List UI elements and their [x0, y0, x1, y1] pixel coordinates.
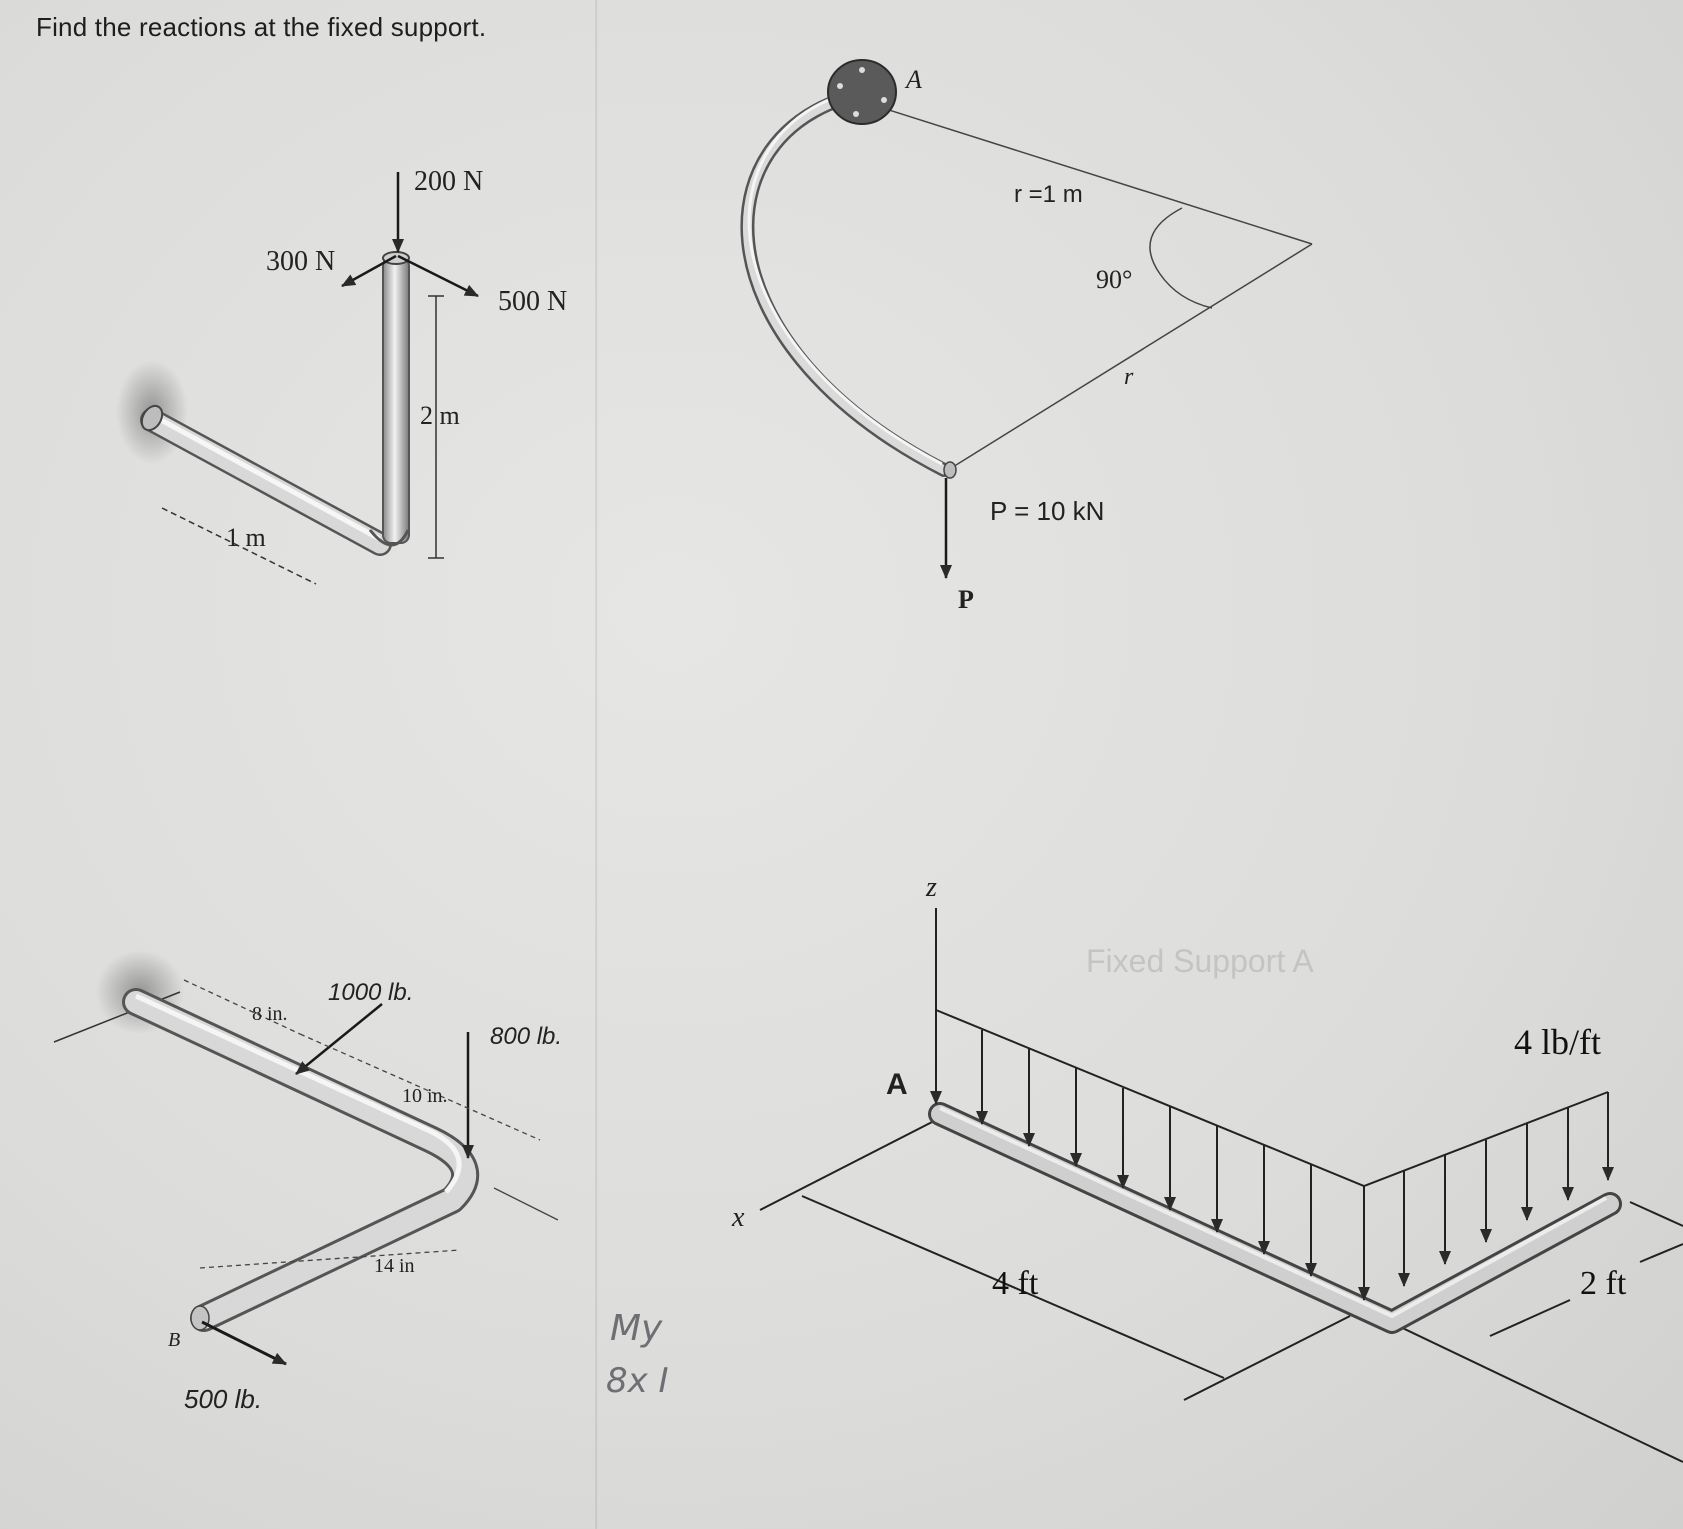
pipe-fig3 [125, 991, 477, 1329]
beam-outline [928, 1102, 1622, 1334]
label-300n: 300 N [266, 246, 335, 277]
radius-line-top [869, 103, 1313, 245]
force-500n-arrow [397, 254, 479, 298]
force-500lb-arrow [201, 1320, 287, 1366]
handwriting-line-1: My [610, 1308, 663, 1349]
label-point-b: B [168, 1329, 180, 1351]
page-fold [595, 0, 598, 1529]
rod-free-end [943, 461, 957, 479]
force-300n-arrow [341, 254, 397, 288]
label-10in: 10 in. [402, 1085, 448, 1107]
label-x: x [731, 1202, 745, 1233]
fixed-flange [827, 59, 897, 125]
handwritten-notes: My 8x I [606, 1308, 669, 1401]
label-1000lb: 1000 lb. [328, 979, 413, 1006]
pipe-end-cap [140, 404, 164, 432]
angle-arc [1149, 207, 1213, 309]
label-a-fig2: A [904, 65, 922, 94]
curved-rod [743, 87, 949, 475]
dim-2ft-line [1489, 1299, 1571, 1337]
label-500n: 500 N [498, 286, 567, 317]
beam [931, 1105, 1619, 1331]
label-8in: 8 in. [252, 1003, 288, 1025]
label-radius: r =1 m [1014, 181, 1083, 208]
figure-4: z x A Fixed Support A 4 lb/ft 4 ft 2 ft [731, 872, 1683, 1463]
problem-prompt: Find the reactions at the fixed support. [36, 12, 487, 42]
label-p: P [958, 585, 974, 614]
figure-2: A r =1 m 90° r P = 10 kN P [740, 59, 1313, 614]
label-a-fig4: A [886, 1068, 908, 1101]
pipe-end-b [190, 1305, 210, 1331]
dim-4ft-line [801, 1195, 1225, 1379]
force-1000lb-arrow [295, 1003, 383, 1075]
label-200n: 200 N [414, 166, 483, 197]
faint-caption: Fixed Support A [1086, 943, 1314, 979]
label-load-intensity: 4 lb/ft [1514, 1022, 1601, 1062]
axis-x [759, 1119, 937, 1211]
pipe-horizontal [142, 410, 390, 554]
label-4ft: 4 ft [992, 1265, 1039, 1302]
label-r: r [1124, 364, 1134, 390]
figure-1: 200 N 300 N 500 N 2 m 1 m [116, 166, 567, 585]
label-500lb: 500 lb. [184, 1384, 262, 1414]
label-angle: 90° [1096, 265, 1132, 294]
label-z: z [925, 872, 937, 903]
load-arrows [930, 1010, 1614, 1301]
pipe-vertical [382, 257, 410, 544]
figure-3: 8 in. 1000 lb. 10 in. 800 lb. 14 in B 50… [53, 950, 562, 1414]
label-14in: 14 in [374, 1255, 415, 1277]
label-p-value: P = 10 kN [990, 496, 1104, 526]
handwriting-line-2: 8x I [606, 1361, 669, 1401]
label-2m: 2 m [420, 401, 460, 430]
label-800lb: 800 lb. [490, 1023, 562, 1050]
label-2ft: 2 ft [1580, 1265, 1627, 1302]
dim-1m-line [161, 507, 317, 585]
label-1m: 1 m [226, 523, 266, 552]
radius-line-bottom [947, 243, 1313, 471]
